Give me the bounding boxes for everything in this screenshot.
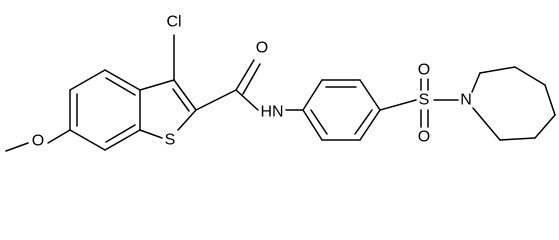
bond-ph-6-inner [310, 109, 328, 135]
bond-az-1 [471, 72, 481, 93]
bond-ph-4-inner [354, 109, 373, 135]
bond-c-o-2 [242, 63, 261, 95]
bond-thio-2-inner [172, 88, 190, 112]
bond-ph-1 [302, 79, 323, 111]
bond-az-5 [534, 114, 556, 139]
chlorine-label: Cl [166, 14, 181, 31]
bond-az-4 [544, 84, 556, 116]
bond-benz-2 [69, 69, 106, 91]
bond-ph-4 [359, 109, 381, 141]
bond-ph-3 [359, 79, 381, 111]
bond-lines [5, 34, 556, 152]
bond-c-n [235, 89, 259, 111]
amide-nitrogen-label: HN [260, 104, 283, 121]
bond-benz-5 [104, 129, 141, 151]
bond-thio-3 [177, 109, 197, 131]
chemical-structure-drawing: Cl O S HN O S O O N [5, 14, 556, 152]
bond-az-7 [472, 107, 501, 141]
azepane-nitrogen-label: N [460, 92, 472, 109]
bond-thio-carbonyl [195, 89, 237, 111]
bond-benz-5-inner [105, 124, 136, 143]
bond-thio-4 [139, 129, 163, 139]
bond-az-2 [479, 66, 516, 74]
bond-benz-3 [104, 69, 141, 91]
bond-ph-s [379, 99, 417, 111]
bond-thio-1 [139, 79, 175, 91]
atom-labels: Cl O S HN O S O O N [32, 14, 472, 150]
bond-benz-6 [69, 129, 106, 151]
bond-ph-6 [302, 109, 323, 141]
carbonyl-oxygen-label: O [256, 40, 268, 57]
methoxy-oxygen-label: O [32, 133, 44, 150]
bond-methyl-o [5, 142, 29, 152]
sulfonyl-oxygen-bottom-label: O [418, 129, 430, 146]
bond-thio-2 [173, 79, 197, 111]
bond-benz-3-inner [105, 77, 136, 96]
bond-o-ring [47, 129, 71, 144]
bond-c-o-1 [235, 59, 255, 91]
sulfonyl-sulfur-label: S [419, 92, 430, 109]
sulfonyl-oxygen-top-label: O [418, 62, 430, 79]
bond-az-3 [514, 66, 546, 86]
thiophene-sulfur-label: S [165, 132, 176, 149]
bond-az-6 [499, 137, 536, 141]
